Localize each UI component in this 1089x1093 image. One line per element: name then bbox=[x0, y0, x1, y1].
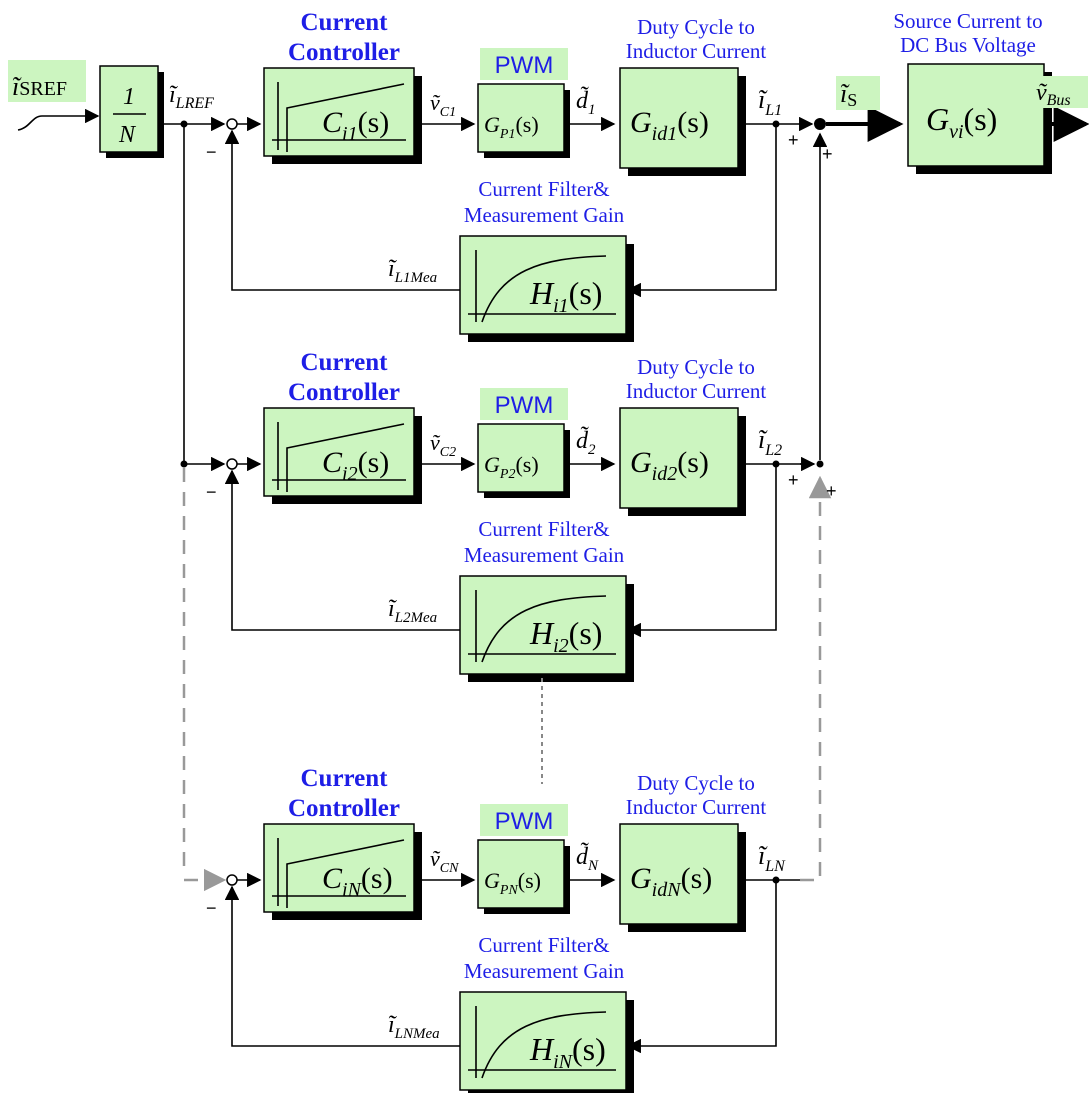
svg-text:ṽC2: ṽC2 bbox=[430, 430, 456, 460]
svg-text:GPN(s): GPN(s) bbox=[484, 868, 541, 898]
controller-block bbox=[263, 67, 415, 157]
duty-title: Duty Cycle to bbox=[637, 771, 755, 795]
svg-text:d̃1: d̃1 bbox=[576, 86, 596, 118]
svg-text:ṽC1: ṽC1 bbox=[430, 90, 456, 120]
svg-text:−: − bbox=[206, 898, 217, 918]
filter-block bbox=[459, 991, 627, 1091]
svg-text:Hi1(s): Hi1(s) bbox=[529, 275, 602, 317]
svg-text:ĩLN: ĩLN bbox=[758, 841, 786, 875]
filter-title: Measurement Gain bbox=[464, 543, 625, 567]
input-step-icon bbox=[17, 115, 43, 131]
svg-text:Hi2(s): Hi2(s) bbox=[529, 615, 602, 657]
svg-text:Source Current to: Source Current to bbox=[893, 9, 1042, 33]
svg-text:+: + bbox=[822, 144, 833, 164]
output-block: Source Current to DC Bus Voltage Gvi(s) bbox=[893, 9, 1052, 174]
filter-block bbox=[459, 575, 627, 675]
duty-title: Duty Cycle to bbox=[637, 355, 755, 379]
filter-title: Measurement Gain bbox=[464, 203, 625, 227]
plant-block bbox=[619, 67, 739, 169]
summing-junction bbox=[226, 118, 238, 130]
filter-title: Measurement Gain bbox=[464, 959, 625, 983]
svg-text:−: − bbox=[206, 482, 217, 502]
svg-text:+: + bbox=[826, 481, 837, 501]
svg-text:Ci1(s): Ci1(s) bbox=[322, 106, 389, 145]
svg-text:CiN(s): CiN(s) bbox=[322, 862, 393, 901]
summing-junction bbox=[226, 874, 238, 886]
controller-title: Current bbox=[300, 9, 388, 36]
input-section: ĩSREF bbox=[8, 60, 100, 131]
pwm-block bbox=[477, 839, 565, 909]
controller-block bbox=[263, 823, 415, 913]
output-summing-junction bbox=[814, 118, 826, 130]
controller-title: Controller bbox=[288, 39, 400, 66]
svg-text:ĩL1Mea: ĩL1Mea bbox=[388, 256, 437, 286]
controller-title: Controller bbox=[288, 379, 400, 406]
filter-title: Current Filter& bbox=[478, 517, 609, 541]
svg-text:+: + bbox=[788, 130, 799, 150]
svg-text:ĩL2: ĩL2 bbox=[758, 425, 782, 459]
controller-title: Controller bbox=[288, 795, 400, 822]
svg-text:Gid2(s): Gid2(s) bbox=[630, 446, 709, 485]
svg-text:−: − bbox=[206, 142, 217, 162]
svg-text:Gvi(s): Gvi(s) bbox=[926, 101, 997, 143]
pwm-title: PWM bbox=[495, 808, 554, 835]
duty-title: Duty Cycle to bbox=[637, 15, 755, 39]
svg-text:+: + bbox=[788, 470, 799, 490]
svg-text:N: N bbox=[118, 122, 137, 148]
duty-title: Inductor Current bbox=[626, 379, 767, 403]
controller-block bbox=[263, 407, 415, 497]
pwm-block bbox=[477, 423, 565, 493]
duty-title: Inductor Current bbox=[626, 795, 767, 819]
svg-text:GP2(s): GP2(s) bbox=[484, 452, 539, 482]
svg-text:d̃N: d̃N bbox=[576, 842, 599, 874]
filter-title: Current Filter& bbox=[478, 933, 609, 957]
plant-block bbox=[619, 407, 739, 509]
divider-block: 1 N bbox=[99, 65, 164, 158]
controller-title: Current bbox=[300, 349, 388, 376]
svg-text:ĩL1: ĩL1 bbox=[758, 85, 782, 119]
plant-block bbox=[619, 823, 739, 925]
pwm-title: PWM bbox=[495, 52, 554, 79]
input-ref-label: ĩSREF bbox=[12, 72, 67, 101]
filter-block bbox=[459, 235, 627, 335]
svg-text:GP1(s): GP1(s) bbox=[484, 112, 539, 142]
svg-text:HiN(s): HiN(s) bbox=[529, 1031, 606, 1073]
svg-text:DC Bus Voltage: DC Bus Voltage bbox=[900, 33, 1036, 57]
svg-text:1: 1 bbox=[123, 84, 135, 110]
sum-current-label: ĩS bbox=[840, 79, 857, 110]
controller-title: Current bbox=[300, 765, 388, 792]
svg-text:GidN(s): GidN(s) bbox=[630, 862, 712, 901]
svg-text:ṽCN: ṽCN bbox=[430, 846, 459, 876]
summing-junction bbox=[226, 458, 238, 470]
svg-text:d̃2: d̃2 bbox=[576, 426, 596, 458]
duty-title: Inductor Current bbox=[626, 39, 767, 63]
svg-text:ĩL2Mea: ĩL2Mea bbox=[388, 596, 437, 626]
svg-text:ĩLNMea: ĩLNMea bbox=[388, 1012, 440, 1042]
svg-text:Gid1(s): Gid1(s) bbox=[630, 106, 709, 145]
pwm-block bbox=[477, 83, 565, 153]
lref-label: ĩLREF bbox=[169, 82, 214, 112]
filter-title: Current Filter& bbox=[478, 177, 609, 201]
pwm-title: PWM bbox=[495, 392, 554, 419]
bus-voltage-label: ṽBus bbox=[1036, 80, 1071, 109]
svg-text:Ci2(s): Ci2(s) bbox=[322, 446, 389, 485]
